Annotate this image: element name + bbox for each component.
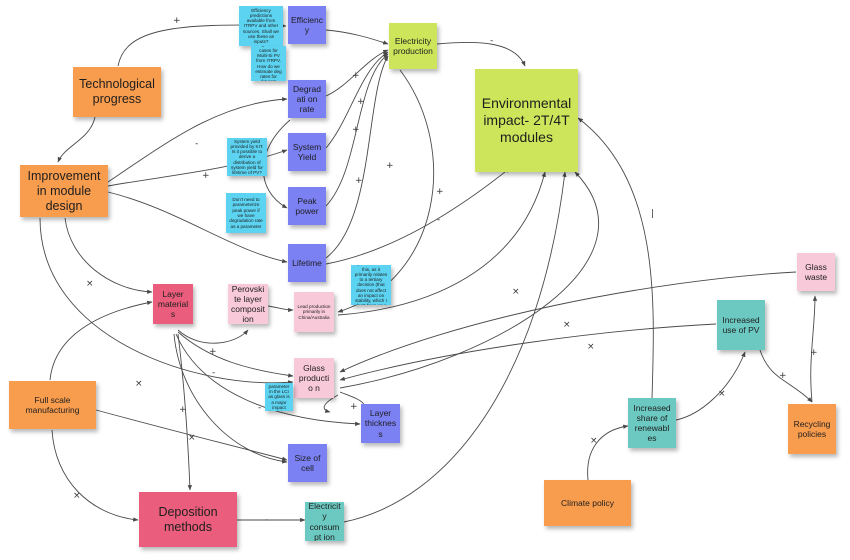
edge-glasswaste-glass[interactable] [339, 271, 797, 373]
sign-layer-deposition: + [179, 405, 187, 415]
edge-degradation-peakpower[interactable] [262, 119, 291, 209]
sign-layer-thickness: - [258, 403, 261, 413]
sign-deposition-consumption: - [265, 515, 268, 525]
edge-layer-deposition[interactable] [177, 333, 192, 491]
sign-glasswaste-glass: × [563, 320, 571, 330]
note-lead-parameterize[interactable]: Not sure how to parameterize this, as it… [351, 265, 391, 305]
sign-lead-impact-a: - [437, 215, 440, 225]
edge-usepv-recycling[interactable] [759, 349, 813, 403]
edge-fullscale-deposition[interactable] [51, 429, 139, 522]
edge-fullscale-layer[interactable] [49, 300, 153, 381]
sign-peakpower-electricity: + [352, 125, 360, 135]
node-glass-waste[interactable]: Glass waste [797, 253, 835, 291]
edge-perovskite-lead[interactable] [267, 305, 294, 313]
edge-recycling-glasswaste[interactable] [810, 295, 818, 403]
sign-renewables-usepv: × [718, 389, 726, 399]
sign-improvement-glass: × [135, 379, 143, 389]
node-climate-policy[interactable]: Climate policy [544, 480, 631, 526]
sign-lead-impact: × [512, 287, 520, 297]
sign-electricity-lead: + [386, 161, 394, 171]
edge-climate-renewables[interactable] [587, 424, 629, 481]
sign-improvement-systemyield: + [202, 171, 210, 181]
edge-glass-impact[interactable] [339, 171, 599, 389]
node-environmental-impact[interactable]: Environmental impact- 2T/4T modules [475, 69, 578, 172]
sign-layer-glass: - [212, 368, 215, 378]
edge-tech-improvement[interactable] [57, 116, 96, 163]
note-system-yield[interactable]: System yield provided by KIT. Is it poss… [227, 138, 267, 176]
node-glass-production[interactable]: Glass productio n [294, 358, 334, 398]
node-electricity-production[interactable]: Electricity production [389, 23, 437, 69]
sign-lifetime-electricity: + [355, 176, 363, 186]
edge-lead-impact[interactable] [337, 171, 546, 316]
edge-systemyield-electricity[interactable] [325, 51, 389, 149]
edge-layer-sizecell[interactable] [173, 333, 288, 464]
node-peak-power[interactable]: Peak power [288, 187, 326, 225]
sign-lifetime-impact: + [436, 187, 444, 197]
sign-usepv-glass: × [587, 342, 595, 352]
note-efficiency-predictions[interactable]: Efficiency predictions available from IT… [239, 6, 283, 46]
node-improvement-module-design[interactable]: Improvement in module design [20, 165, 108, 217]
node-degradation-rate[interactable]: Degradati on rate [288, 80, 326, 118]
edge-consumption-impact[interactable] [343, 171, 567, 523]
node-increased-share-renewables[interactable]: Increased share of renewabl es [628, 398, 676, 448]
sign-degradation-electricity: + [352, 71, 360, 81]
edge-fullscale-sizecell[interactable] [95, 409, 288, 461]
edge-lifetime-electricity[interactable] [325, 55, 389, 259]
node-layer-thickness[interactable]: Layer thickness [361, 404, 400, 443]
node-increased-use-pv[interactable]: Increased use of PV [717, 300, 765, 350]
sign-usepv-recycling: + [779, 371, 787, 381]
sign-renewables-impact: | [651, 209, 654, 219]
sign-tech-efficiency: + [173, 16, 181, 26]
node-electricity-consumption[interactable]: Electricity consumpt ion [305, 502, 344, 541]
edge-electricity-impact[interactable] [436, 41, 526, 67]
sign-recycling-glasswaste: + [810, 348, 818, 358]
edge-lifetime-impact[interactable] [325, 167, 511, 265]
edge-improvement-lifetime[interactable] [107, 191, 288, 264]
edge-improvement-layer[interactable] [64, 217, 153, 294]
node-layer-materials[interactable]: Layer materials [153, 284, 193, 324]
sign-layer-sizecell: × [188, 433, 196, 443]
sign-climate-renewables: × [590, 436, 598, 446]
edge-glass-loop[interactable] [323, 394, 339, 413]
node-perovskite-composition[interactable]: Perovskite layer composition [228, 284, 268, 324]
node-system-yield[interactable]: System Yield [288, 133, 326, 171]
edge-renewables-usepv[interactable] [675, 351, 746, 421]
node-deposition-methods[interactable]: Deposition methods [139, 492, 237, 547]
edge-efficiency-electricity[interactable] [325, 29, 389, 45]
sign-improvement-layer: × [86, 279, 94, 289]
node-recycling-policies[interactable]: Recycling policies [788, 404, 836, 454]
sign-improvement-degradation: - [195, 139, 198, 149]
edge-improvement-degradation[interactable] [107, 97, 288, 183]
node-full-scale-manufacturing[interactable]: Full scale manufacturing [9, 381, 96, 429]
node-efficiency[interactable]: Efficiency [288, 6, 326, 44]
note-peak-power[interactable]: Don't need to parameterize peak power if… [226, 193, 266, 233]
node-lead-production[interactable]: Lead production primarily in China/Austr… [294, 292, 334, 332]
note-glass-parameter[interactable]: This should be a parameter in the LCI as… [265, 383, 293, 411]
edge-layer-glass[interactable] [177, 331, 294, 378]
sign-systemyield-electricity: + [357, 97, 365, 107]
sign-electricity-impact: - [490, 36, 493, 46]
node-lifetime[interactable]: Lifetime [288, 244, 326, 282]
node-size-of-cell[interactable]: Size of cell [288, 444, 327, 482]
edge-renewables-impact[interactable] [577, 117, 654, 399]
edge-degradation-electricity[interactable] [325, 49, 389, 97]
sign-fullscale-deposition: × [73, 491, 81, 501]
sign-glass-thickness: + [350, 402, 358, 412]
edge-layer-thickness[interactable] [175, 333, 361, 426]
edge-peakpower-electricity[interactable] [325, 53, 389, 207]
edge-improvement-glass[interactable] [39, 217, 294, 385]
sign-layer-perovskite: + [209, 347, 217, 357]
edge-usepv-glass[interactable] [339, 323, 717, 381]
node-technological-progress[interactable]: Technological progress [73, 67, 161, 117]
edge-layer-perovskite[interactable] [177, 329, 249, 344]
